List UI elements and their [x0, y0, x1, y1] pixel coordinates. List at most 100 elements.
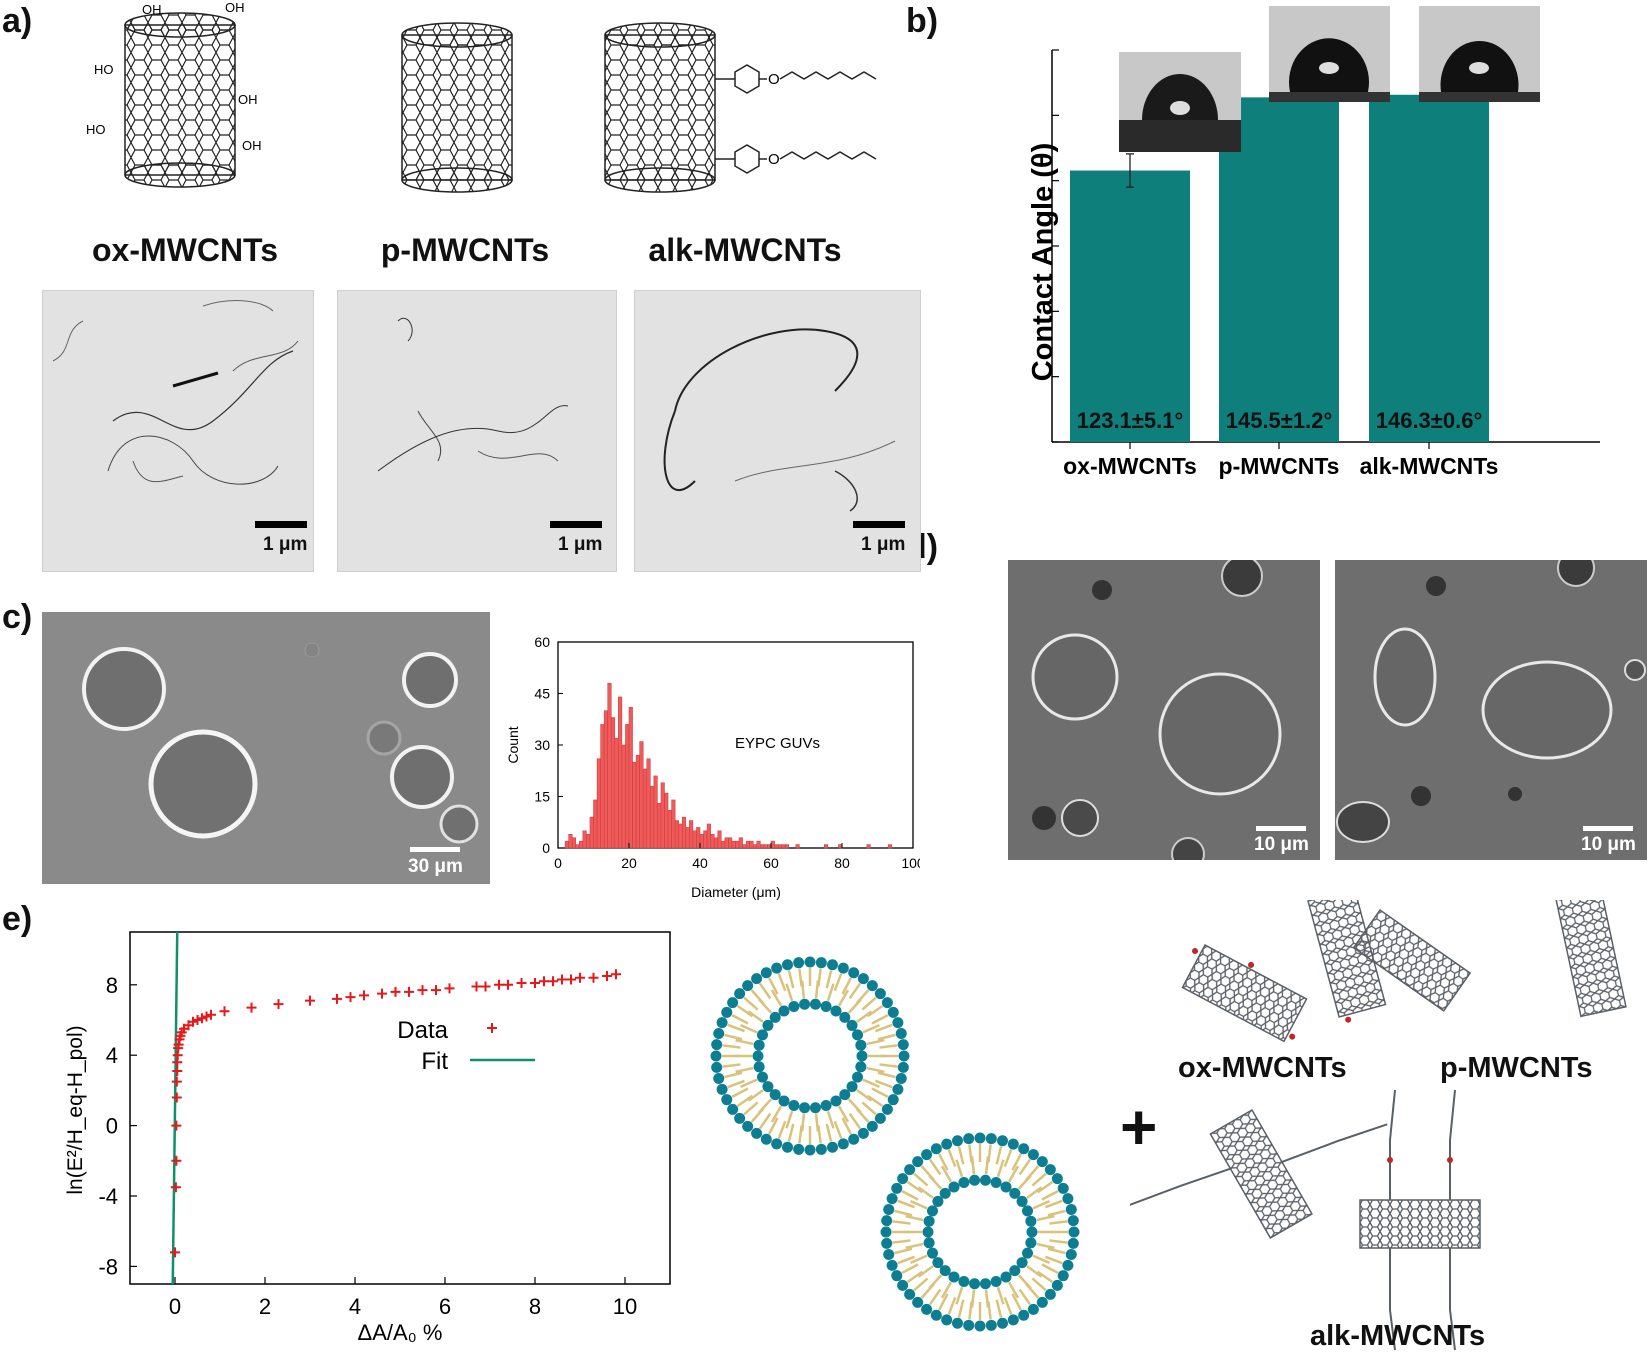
plus-sign: + [1120, 1091, 1158, 1163]
lipid-tail [940, 1165, 953, 1183]
lipid-tail [897, 1199, 915, 1209]
y-tick-label: 8 [106, 973, 118, 998]
lipid-head [826, 1141, 838, 1153]
lipid-tail [747, 1010, 764, 1023]
lipid-tail [984, 1289, 990, 1308]
lipid-head [782, 1141, 794, 1153]
lipid-tail [777, 1121, 787, 1139]
title-alk-mwcnts: alk-MWCNTs [648, 232, 842, 268]
lipid-head [883, 1248, 895, 1260]
lipid-tail [871, 1013, 889, 1025]
lipid-tail [1045, 1199, 1063, 1209]
scalebar-p [550, 521, 602, 528]
lipid-head [716, 1017, 728, 1029]
lipid-head [866, 980, 878, 992]
lipid-tail [785, 1110, 794, 1129]
lipid-head [912, 1296, 924, 1308]
lipid-tail [825, 970, 833, 989]
chem-ho-1: HO [94, 62, 114, 77]
lipid-head [830, 1095, 842, 1107]
lipid-tail [861, 1101, 877, 1116]
category-label: ox-MWCNTs [1063, 453, 1197, 479]
histogram-bar [724, 837, 729, 849]
histogram-bar [706, 823, 711, 849]
lipid-tail [814, 1113, 820, 1132]
histogram-bar [689, 820, 694, 849]
lipid-tail [905, 1242, 924, 1250]
lipid-head [996, 1135, 1008, 1147]
droplet-photo-alk [1419, 6, 1540, 102]
histogram-bar [625, 724, 630, 849]
lipid-tail [928, 1274, 943, 1290]
lipid-head [979, 1174, 991, 1186]
lipid-head [895, 1028, 907, 1040]
lipid-tail [1031, 1277, 1047, 1292]
lipid-head [892, 1017, 904, 1029]
lipid-tail [861, 996, 877, 1011]
lipid-head [932, 1257, 944, 1269]
lipid-tail [866, 1094, 884, 1108]
lipid-head [1007, 1138, 1019, 1150]
data-point [530, 978, 540, 989]
guv-micrograph: 30 μm [42, 612, 490, 884]
histogram-bar [770, 840, 775, 849]
lipid-tail [1032, 1254, 1050, 1265]
lipid-tail [1045, 1255, 1063, 1265]
lipid-tail [1041, 1189, 1059, 1201]
histogram-bar [763, 844, 768, 849]
lipid-tail [901, 1189, 919, 1201]
histogram-bar [721, 840, 726, 849]
lipid-head [897, 1039, 909, 1051]
lipid-head [1065, 1204, 1077, 1216]
lipid-head [874, 988, 886, 1000]
lipid-tail [1036, 1270, 1054, 1284]
energy-x-label: ΔA/A₀ % [358, 1320, 443, 1345]
p-mwcnt-model-1 [1352, 908, 1472, 1012]
lipid-tail [1017, 1174, 1032, 1190]
lipid-head [848, 967, 860, 979]
histogram-bar [824, 844, 829, 849]
chem-o-1: O [768, 71, 780, 88]
lipid-head [756, 1071, 768, 1083]
mwcnt-models [1130, 900, 1627, 1351]
vesicle-schematics [710, 956, 1080, 1332]
lipid-tail [743, 996, 759, 1011]
histogram-bar [742, 844, 747, 849]
energy-y-label: ln(E²/H_eq-H_pol) [64, 1025, 87, 1194]
lipid-tail [879, 1044, 898, 1049]
ox-mwcnt-model-1 [1181, 943, 1308, 1043]
lipid-tail [877, 1071, 896, 1079]
schematic-label-ox: ox-MWCNTs [1178, 1052, 1347, 1084]
tem-image-alk: 1 μm [634, 290, 921, 572]
lipid-head [1022, 1205, 1034, 1217]
lipid-head [771, 962, 783, 974]
chem-cooh-2: OH [242, 138, 262, 153]
histogram-bar [678, 823, 683, 849]
lipid-head [1044, 1288, 1056, 1300]
histogram-bar [575, 844, 580, 849]
bar-value-label: 123.1±5.1° [1077, 408, 1184, 433]
lipid-head [1036, 1156, 1048, 1168]
lipid-tail [724, 1071, 743, 1079]
contact-angle-bar [1369, 94, 1489, 443]
lipid-head [974, 1320, 986, 1332]
lipid-tail [1026, 1265, 1043, 1278]
vesicle-bilayer-1 [710, 956, 910, 1156]
scalebar-label-p: 1 μm [558, 534, 603, 555]
lipid-head [753, 1061, 765, 1073]
histogram-bar [653, 775, 658, 849]
lipid-head [782, 959, 794, 971]
chem-ho-2: HO [86, 122, 106, 137]
lipid-head [751, 1127, 763, 1139]
lipid-tail [913, 1172, 929, 1187]
lipid-head [1018, 1143, 1030, 1155]
lipid-tail [892, 1220, 911, 1225]
data-point [588, 972, 599, 983]
histogram-bar [749, 840, 754, 849]
alk-nanotube-drawing [604, 22, 877, 193]
lipid-head [727, 1103, 739, 1115]
data-point [390, 986, 401, 997]
lipid-tail [1049, 1239, 1068, 1244]
lipid-head [788, 1001, 800, 1013]
